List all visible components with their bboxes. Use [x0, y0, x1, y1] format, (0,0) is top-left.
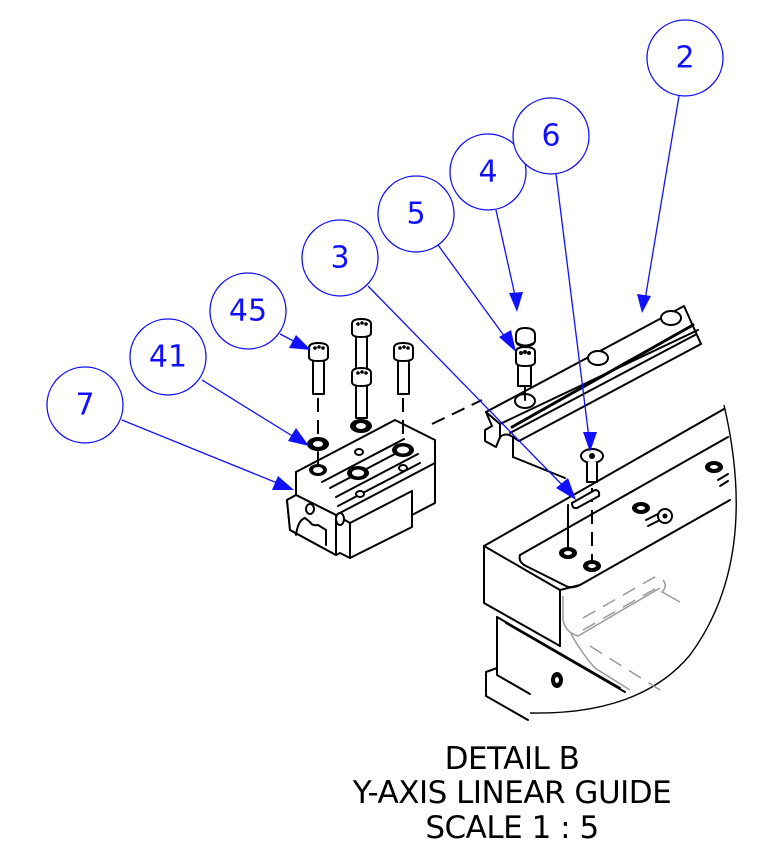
balloon-leaders: [121, 95, 680, 500]
svg-text:6: 6: [541, 119, 560, 154]
svg-text:7: 7: [75, 388, 94, 423]
countersunk-screw: [567, 448, 604, 560]
detail-boundary-arc: [529, 404, 737, 714]
carriage-block: [286, 399, 483, 559]
svg-text:2: 2: [675, 41, 694, 76]
rail-cap-and-screw: [515, 327, 536, 401]
balloon-45[interactable]: 45: [209, 272, 287, 350]
balloon-2[interactable]: 2: [646, 19, 724, 97]
rail-hole: [660, 310, 682, 326]
balloon-3[interactable]: 3: [301, 219, 379, 297]
detail-scale: SCALE 1 : 5: [425, 810, 599, 846]
base-frame: [483, 404, 737, 721]
balloon-6[interactable]: 6: [512, 97, 590, 175]
svg-text:3: 3: [330, 241, 349, 276]
svg-text:41: 41: [149, 340, 187, 375]
detail-subtitle: Y-AXIS LINEAR GUIDE: [352, 775, 672, 811]
balloon-5[interactable]: 5: [377, 175, 455, 253]
balloon-41[interactable]: 41: [129, 318, 207, 396]
rail-hole: [587, 350, 609, 366]
rail-screw: [515, 346, 536, 367]
svg-text:45: 45: [229, 294, 267, 329]
balloon-4[interactable]: 4: [449, 133, 527, 211]
detail-title: DETAIL B: [444, 741, 580, 777]
balloon-7[interactable]: 7: [46, 366, 124, 444]
cap-screws: [308, 318, 414, 467]
balloons: 7 41 45 3 5 4 6 2: [46, 19, 724, 444]
svg-text:4: 4: [478, 155, 497, 190]
svg-text:5: 5: [406, 197, 425, 232]
